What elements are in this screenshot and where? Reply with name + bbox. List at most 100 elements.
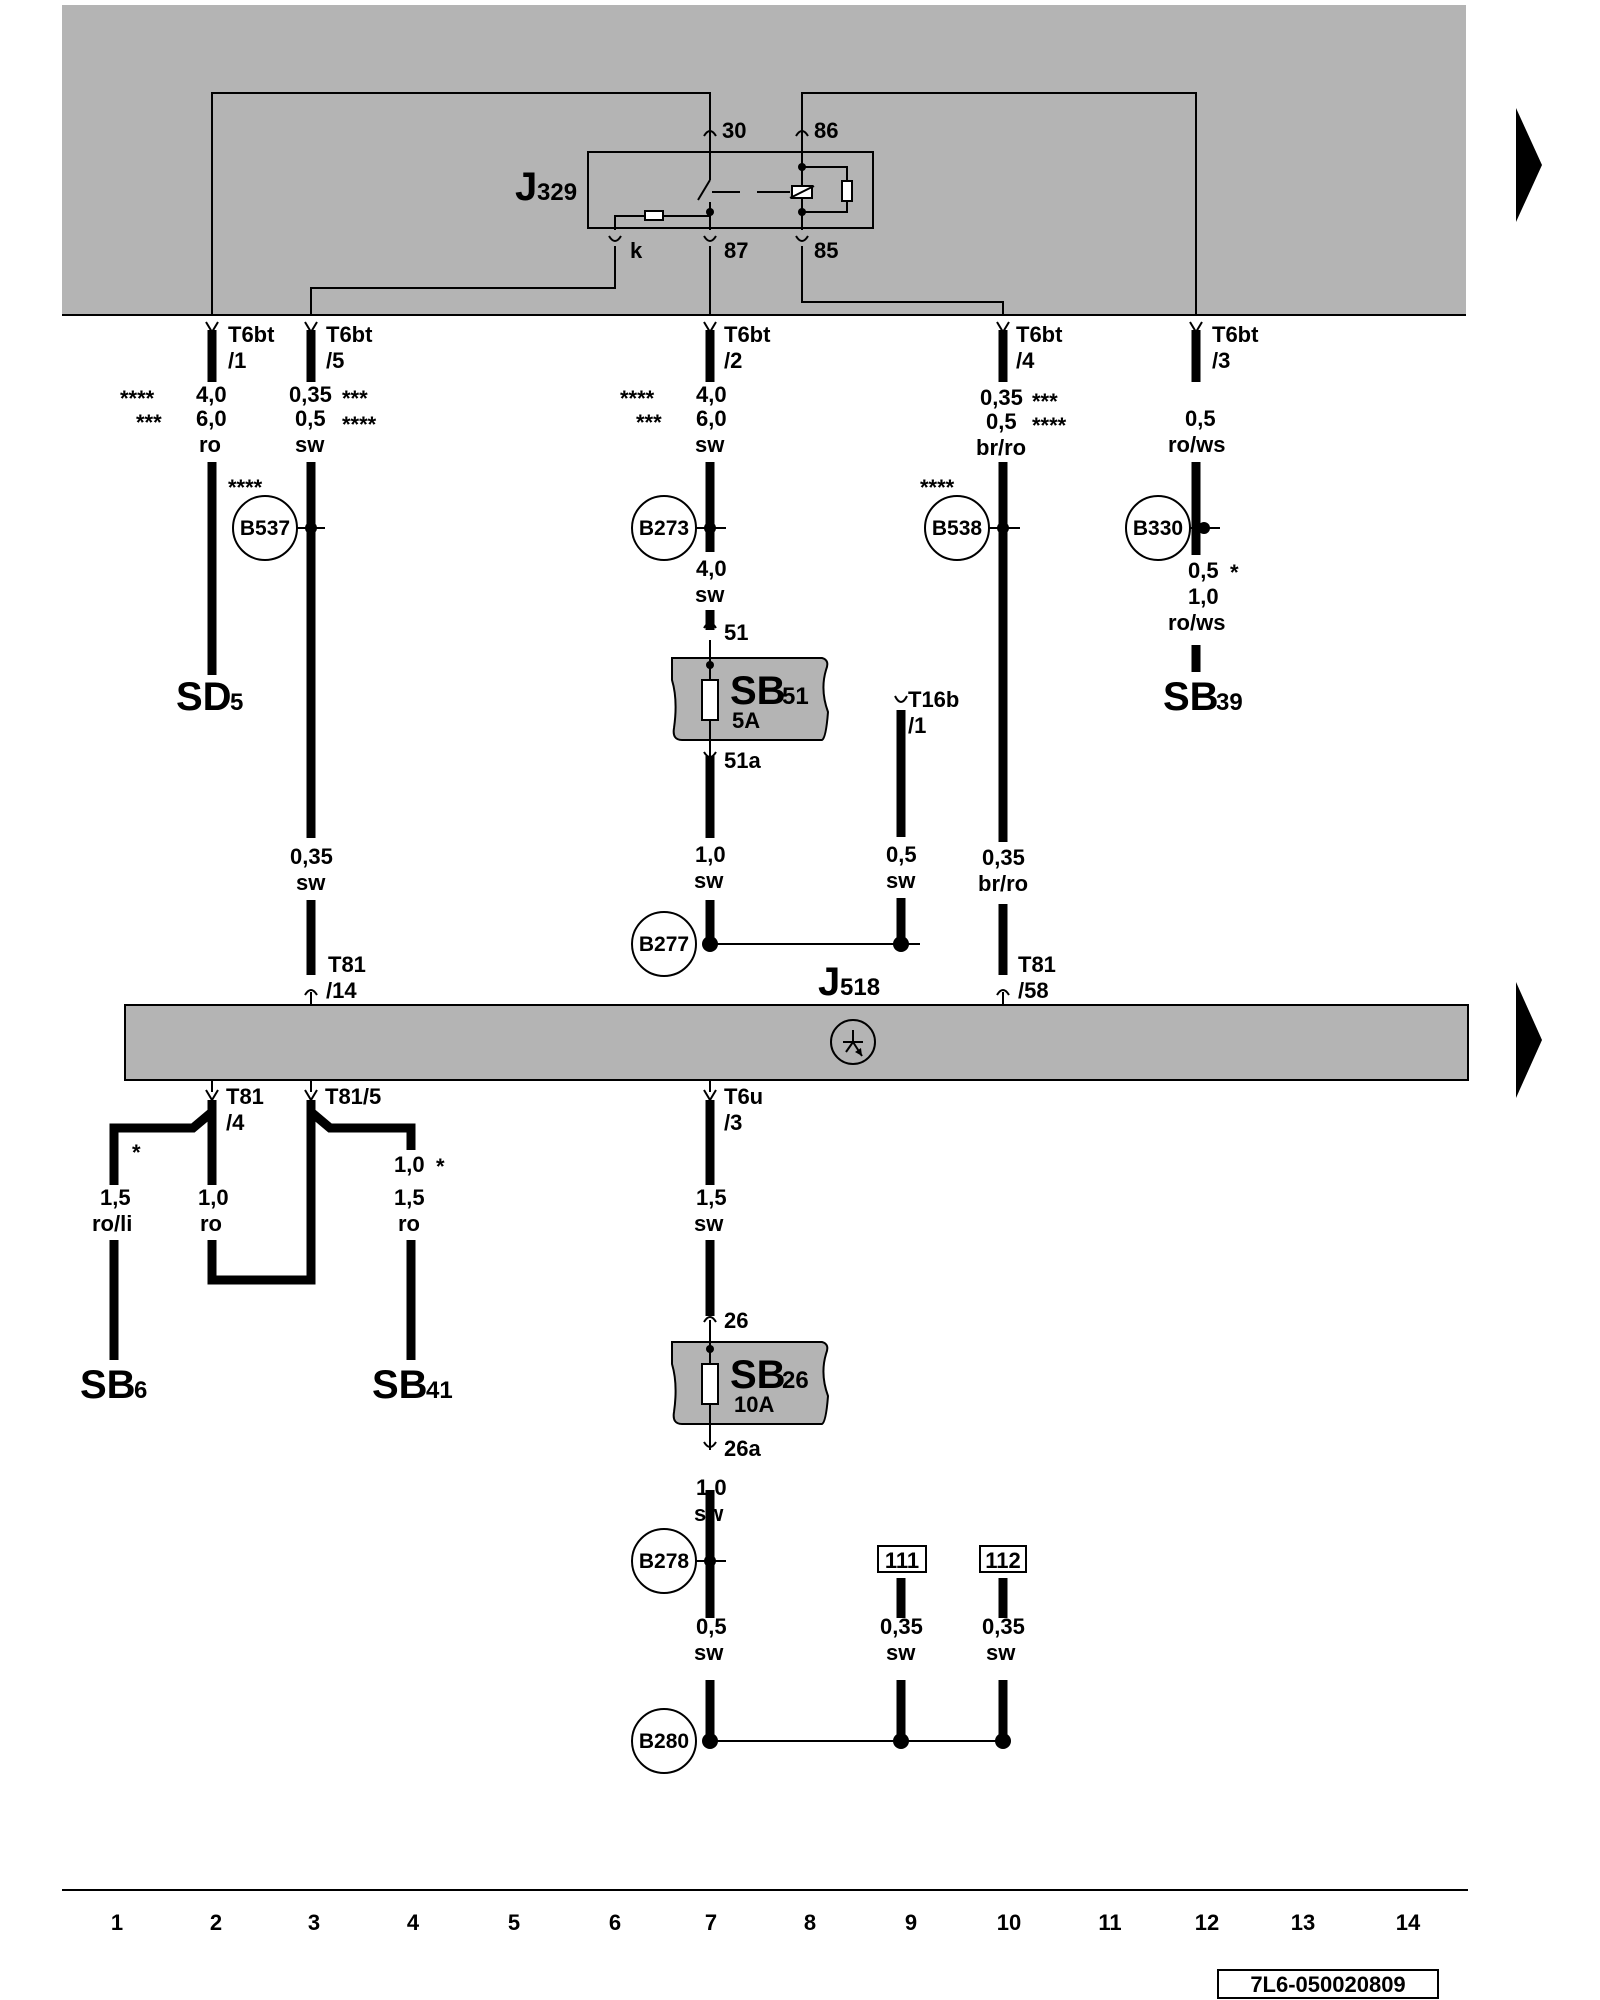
wire-size: 0,5 bbox=[696, 1614, 727, 1639]
conn-t81-14-name: T81 bbox=[328, 952, 366, 977]
wire-size: 1,5 bbox=[100, 1185, 131, 1210]
fuse-pin-out: 26a bbox=[724, 1436, 761, 1461]
pin-85: 85 bbox=[814, 238, 838, 263]
relay-j329: J 329 30 86 k 87 85 bbox=[515, 118, 874, 263]
wire-size: 6,0 bbox=[696, 406, 727, 431]
wire-size: 0,35 bbox=[980, 385, 1023, 410]
column-number: 9 bbox=[905, 1910, 917, 1935]
star-1: * bbox=[436, 1154, 445, 1179]
star-3: *** bbox=[342, 386, 368, 411]
wire-size: 4,0 bbox=[196, 382, 227, 407]
wire-color: br/ro bbox=[978, 871, 1028, 896]
conn-t81-58-symbol bbox=[996, 989, 1010, 996]
conn-t6bt-3-name: T6bt bbox=[1212, 322, 1259, 347]
conn-t6bt-4-name: T6bt bbox=[1016, 322, 1063, 347]
splice-label: B537 bbox=[240, 517, 290, 540]
splice-b537: B537 bbox=[232, 495, 325, 561]
wire-color: sw bbox=[694, 1211, 724, 1236]
wire-color: sw bbox=[886, 1640, 916, 1665]
column-number: 8 bbox=[804, 1910, 816, 1935]
terminal-sb39: SB 39 bbox=[1163, 675, 1243, 719]
splice-b277: B277 bbox=[631, 911, 920, 977]
lower-connector-symbols bbox=[205, 1080, 717, 1102]
splice-b278: B278 bbox=[631, 1528, 726, 1594]
splice-b280: B280 bbox=[631, 1708, 1011, 1774]
terminal-number: 5 bbox=[230, 689, 243, 716]
connector-symbols bbox=[205, 321, 1203, 703]
wire-color: ro bbox=[398, 1211, 420, 1236]
wire-color: sw bbox=[694, 868, 724, 893]
conn-t16b-1-name: T16b bbox=[908, 687, 959, 712]
star-4: **** bbox=[342, 412, 377, 437]
column-number: 7 bbox=[705, 1910, 717, 1935]
terminal-name: SB bbox=[372, 1363, 428, 1407]
wire-color: sw bbox=[695, 432, 725, 457]
star-4: **** bbox=[920, 475, 955, 500]
drawing-id-box bbox=[1217, 1969, 1439, 1999]
splice-b330: B330 bbox=[1125, 495, 1220, 561]
wire-size: 0,35 bbox=[982, 845, 1025, 870]
wire-size: 1,5 bbox=[394, 1185, 425, 1210]
splice-label: B277 bbox=[639, 933, 689, 956]
conn-t6bt-2-pin: /2 bbox=[724, 348, 742, 373]
terminal-sb41: SB 41 bbox=[372, 1363, 453, 1407]
terminal-number: 6 bbox=[134, 1377, 147, 1404]
ref-label: 112 bbox=[985, 1548, 1021, 1573]
star-3: *** bbox=[1032, 389, 1058, 414]
pin-k: k bbox=[630, 238, 643, 263]
ref-label: 111 bbox=[885, 1548, 919, 1573]
wire-size: 1,0 bbox=[394, 1152, 425, 1177]
conn-t16b-1-pin: /1 bbox=[908, 713, 926, 738]
relay-panel bbox=[62, 5, 1466, 315]
wire-size: 1,0 bbox=[198, 1185, 229, 1210]
pin-87: 87 bbox=[724, 238, 748, 263]
relay-number: 329 bbox=[537, 179, 577, 206]
star-1: * bbox=[1230, 560, 1239, 585]
star-4: **** bbox=[620, 386, 655, 411]
conn-t6bt-1-pin: /1 bbox=[228, 348, 246, 373]
splice-b273: B273 bbox=[631, 495, 726, 561]
column-number: 14 bbox=[1396, 1910, 1421, 1935]
wire-size: 0,35 bbox=[880, 1614, 923, 1639]
wire-size: 6,0 bbox=[196, 406, 227, 431]
fuse-name: SB bbox=[730, 669, 786, 713]
conn-t81-5-name: T81/5 bbox=[325, 1084, 381, 1109]
wire-size: 1,0 bbox=[1188, 584, 1219, 609]
conn-t6bt-5-pin: /5 bbox=[326, 348, 344, 373]
transistor-icon bbox=[830, 1019, 876, 1065]
next-page-arrow-icon bbox=[1516, 108, 1542, 222]
column-number: 10 bbox=[997, 1910, 1021, 1935]
terminal-number: 39 bbox=[1216, 689, 1243, 716]
fuse-number: 26 bbox=[782, 1367, 809, 1394]
wire-size: 0,35 bbox=[290, 844, 333, 869]
terminal-name: SB bbox=[1163, 675, 1219, 719]
column-number: 12 bbox=[1195, 1910, 1219, 1935]
star-3: *** bbox=[136, 410, 162, 435]
star-4: **** bbox=[1032, 413, 1067, 438]
column-number: 5 bbox=[508, 1910, 520, 1935]
column-number: 6 bbox=[609, 1910, 621, 1935]
wire-size: 4,0 bbox=[696, 382, 727, 407]
wire-size: 4,0 bbox=[696, 556, 727, 581]
pin-30: 30 bbox=[722, 118, 746, 143]
conn-t81-14-symbol bbox=[304, 989, 318, 996]
wire-color: ro bbox=[199, 432, 221, 457]
conn-t81-4-pin: /4 bbox=[226, 1110, 245, 1135]
star-3: *** bbox=[636, 410, 662, 435]
splice-label: B280 bbox=[639, 1730, 689, 1753]
wire-color: ro/ws bbox=[1168, 610, 1225, 635]
wire-color: sw bbox=[986, 1640, 1016, 1665]
wire-size: 0,5 bbox=[886, 842, 917, 867]
fuse-number: 51 bbox=[782, 683, 809, 710]
star-1: * bbox=[132, 1140, 141, 1165]
wire-size: 1,0 bbox=[696, 1475, 727, 1500]
column-numbers: 1 2 3 4 5 6 7 8 9 10 11 12 13 14 bbox=[111, 1910, 1421, 1935]
conn-t6bt-3-pin: /3 bbox=[1212, 348, 1230, 373]
column-number: 2 bbox=[210, 1910, 222, 1935]
terminal-number: 41 bbox=[426, 1377, 453, 1404]
lower-wires bbox=[109, 1100, 1008, 1745]
wire-color: sw bbox=[695, 582, 725, 607]
wire-color: sw bbox=[296, 870, 326, 895]
wire-size: 0,5 bbox=[986, 409, 1017, 434]
terminal-name: SB bbox=[80, 1363, 136, 1407]
